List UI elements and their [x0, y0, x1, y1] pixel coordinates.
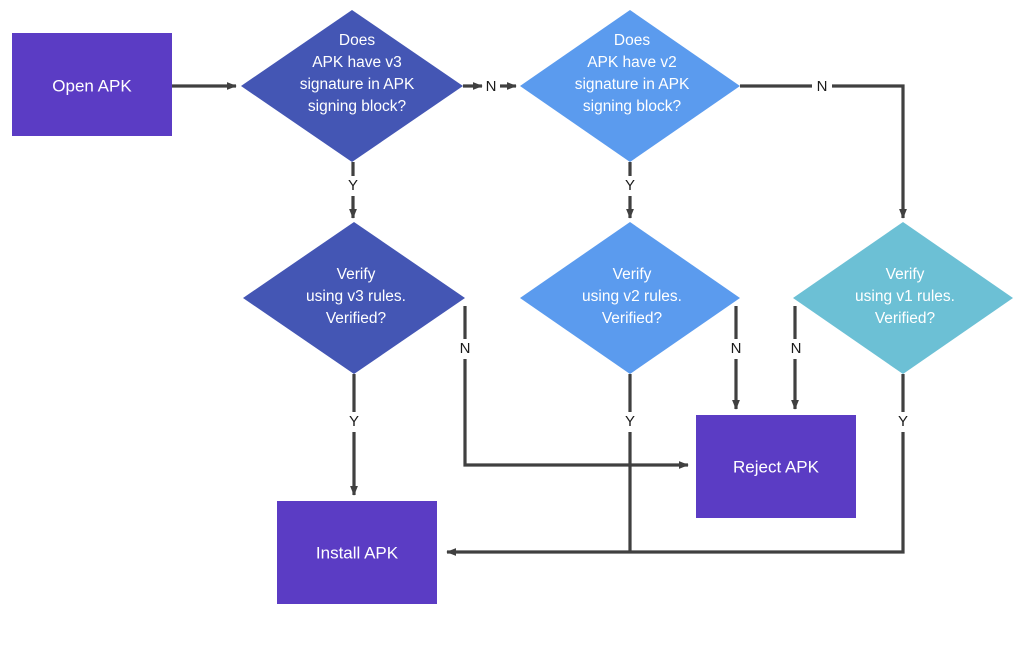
edge-v2-no-to-verify1-right	[832, 84, 907, 219]
node-has-v2[interactable]: Does APK have v2 signature in APK signin…	[520, 10, 740, 162]
reject-apk-label: Reject APK	[733, 457, 820, 476]
edge-label-v3-yes: Y	[348, 177, 358, 194]
has-v2-label-line-2: APK have v2	[587, 54, 677, 71]
edge-label-verify1-no: N	[791, 340, 802, 357]
has-v2-label-line-4: signing block?	[583, 98, 682, 115]
edge-labels-layer: N Y N Y N Y N Y N Y	[348, 78, 908, 430]
node-reject-apk[interactable]: Reject APK	[696, 415, 856, 518]
verify-v1-diamond[interactable]	[793, 222, 1013, 374]
verify-v1-label-line-1: Verify	[886, 266, 925, 283]
verify-v3-label-line-3: Verified?	[326, 310, 387, 327]
verify-v3-diamond[interactable]	[243, 222, 465, 374]
edge-label-verify1-yes: Y	[898, 413, 908, 430]
node-verify-v1[interactable]: Verify using v1 rules. Verified?	[793, 222, 1013, 374]
has-v3-label-line-2: APK have v3	[312, 54, 402, 71]
has-v3-label-line-4: signing block?	[308, 98, 407, 115]
edge-label-verify3-yes: Y	[349, 413, 359, 430]
nodes-layer: Open APK Does APK have v3 signature in A…	[12, 10, 1013, 604]
node-install-apk[interactable]: Install APK	[277, 501, 437, 604]
has-v2-label-line-3: signature in APK	[575, 76, 690, 93]
has-v3-diamond[interactable]	[241, 10, 463, 162]
edge-verify1-yes-lower	[446, 432, 905, 556]
verify-v1-label-line-2: using v1 rules.	[855, 288, 955, 305]
has-v3-label-line-1: Does	[339, 32, 375, 49]
node-open-apk[interactable]: Open APK	[12, 33, 172, 136]
verify-v2-label-line-1: Verify	[613, 266, 652, 283]
verify-v3-label-line-2: using v3 rules.	[306, 288, 406, 305]
reject-apk-rect[interactable]	[696, 415, 856, 518]
node-verify-v3[interactable]: Verify using v3 rules. Verified?	[243, 222, 465, 374]
edge-label-v2-yes: Y	[625, 177, 635, 194]
edge-label-v3-no: N	[486, 78, 497, 95]
verify-v3-label-line-1: Verify	[337, 266, 376, 283]
install-apk-rect[interactable]	[277, 501, 437, 604]
verify-v2-label-line-2: using v2 rules.	[582, 288, 682, 305]
edge-verify3-no-lower	[463, 359, 689, 469]
node-has-v3[interactable]: Does APK have v3 signature in APK signin…	[241, 10, 463, 162]
has-v2-diamond[interactable]	[520, 10, 740, 162]
edge-label-verify2-no: N	[731, 340, 742, 357]
edge-label-verify2-yes: Y	[625, 413, 635, 430]
install-apk-label: Install APK	[316, 543, 399, 562]
verify-v1-label-line-3: Verified?	[875, 310, 936, 327]
edge-label-v2-no: N	[817, 78, 828, 95]
edge-label-verify3-no: N	[460, 340, 471, 357]
has-v2-label-line-1: Does	[614, 32, 650, 49]
edges-layer	[172, 82, 907, 556]
node-verify-v2[interactable]: Verify using v2 rules. Verified?	[520, 222, 740, 374]
has-v3-label-line-3: signature in APK	[300, 76, 415, 93]
verify-v2-label-line-3: Verified?	[602, 310, 663, 327]
open-apk-label: Open APK	[52, 76, 132, 95]
verify-v2-diamond[interactable]	[520, 222, 740, 374]
open-apk-rect[interactable]	[12, 33, 172, 136]
